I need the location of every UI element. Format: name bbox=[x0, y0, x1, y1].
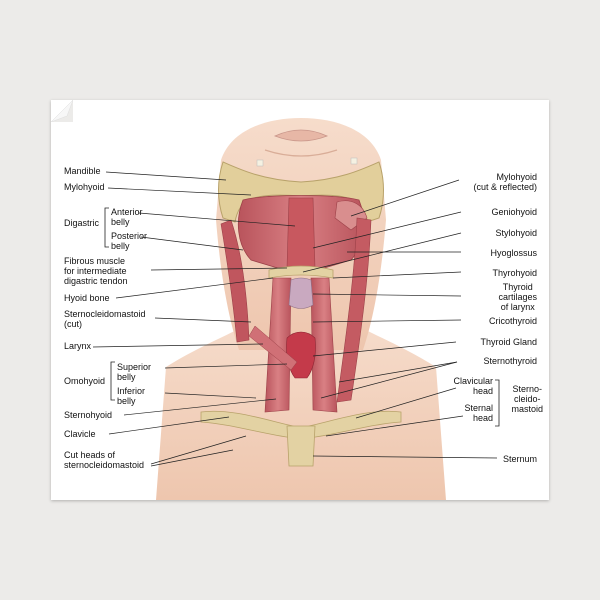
tooth-right bbox=[350, 157, 358, 165]
page-curl-corner bbox=[51, 100, 73, 122]
sternocleidomastoid-right bbox=[336, 217, 372, 403]
shoulder-skin bbox=[156, 322, 446, 500]
sternum-bone bbox=[286, 425, 316, 467]
label-clavicular-head: Clavicular head bbox=[453, 376, 493, 396]
leader-lines bbox=[92, 171, 498, 467]
label-thyroid-gland: Thyroid Gland bbox=[480, 337, 537, 347]
omohyoid-muscle bbox=[248, 325, 298, 371]
label-hyoid-bone: Hyoid bone bbox=[64, 293, 110, 303]
label-sternal-head: Sternal head bbox=[464, 403, 493, 423]
label-stylohyoid: Stylohyoid bbox=[495, 228, 537, 238]
label-omohyoid: Omohyoid bbox=[64, 376, 106, 386]
label-hyoglossus: Hyoglossus bbox=[490, 248, 537, 258]
label-cricothyroid: Cricothyroid bbox=[488, 316, 537, 326]
label-digastric: Digastric bbox=[64, 218, 100, 228]
label-mylohyoid: Mylohyoid bbox=[64, 182, 105, 192]
label-inferior-belly: Inferior belly bbox=[117, 386, 146, 406]
label-anterior-belly: Anterior belly bbox=[111, 207, 143, 227]
thyroid-gland bbox=[286, 331, 316, 379]
label-superior-belly: Superior belly bbox=[117, 362, 152, 382]
label-thyroid-cartilages: Thyroid cartilages of larynx bbox=[498, 282, 537, 312]
thyroid-cartilage bbox=[288, 277, 314, 309]
lips bbox=[273, 129, 329, 142]
label-sternocleidomastoid-cut: Sternocleidomastoid (cut) bbox=[64, 309, 146, 329]
neck-anatomy-illustration bbox=[92, 118, 500, 500]
label-cut-heads: Cut heads of sternocleidomastoid bbox=[64, 450, 145, 470]
label-sternum: Sternum bbox=[502, 454, 537, 464]
label-geniohyoid: Geniohyoid bbox=[491, 207, 537, 217]
sternohyoid-left bbox=[264, 277, 292, 413]
label-sternohyoid: Sternohyoid bbox=[64, 410, 113, 420]
label-clavicle: Clavicle bbox=[64, 429, 96, 439]
sternocleidomastoid-cut-left bbox=[220, 219, 250, 343]
poster: Mandible Mylohyoid Digastric Anterior be… bbox=[51, 100, 549, 500]
label-fibrous-muscle: Fibrous muscle for intermediate digastri… bbox=[64, 256, 128, 286]
bracket-lines bbox=[104, 207, 500, 427]
label-mandible: Mandible bbox=[64, 166, 101, 176]
label-mylohyoid-cut: Mylohyoid (cut & reflected) bbox=[473, 172, 537, 192]
label-sternocleidomastoid: Sterno- cleido- mastoid bbox=[511, 384, 543, 414]
label-thyrohyoid: Thyrohyoid bbox=[492, 268, 537, 278]
geniohyoid-muscle bbox=[286, 197, 316, 269]
label-sternothyroid: Sternothyroid bbox=[483, 356, 537, 366]
tooth-left bbox=[256, 159, 264, 167]
label-posterior-belly: Posterior belly bbox=[111, 231, 148, 251]
label-larynx: Larynx bbox=[64, 341, 92, 351]
chin bbox=[264, 149, 338, 157]
